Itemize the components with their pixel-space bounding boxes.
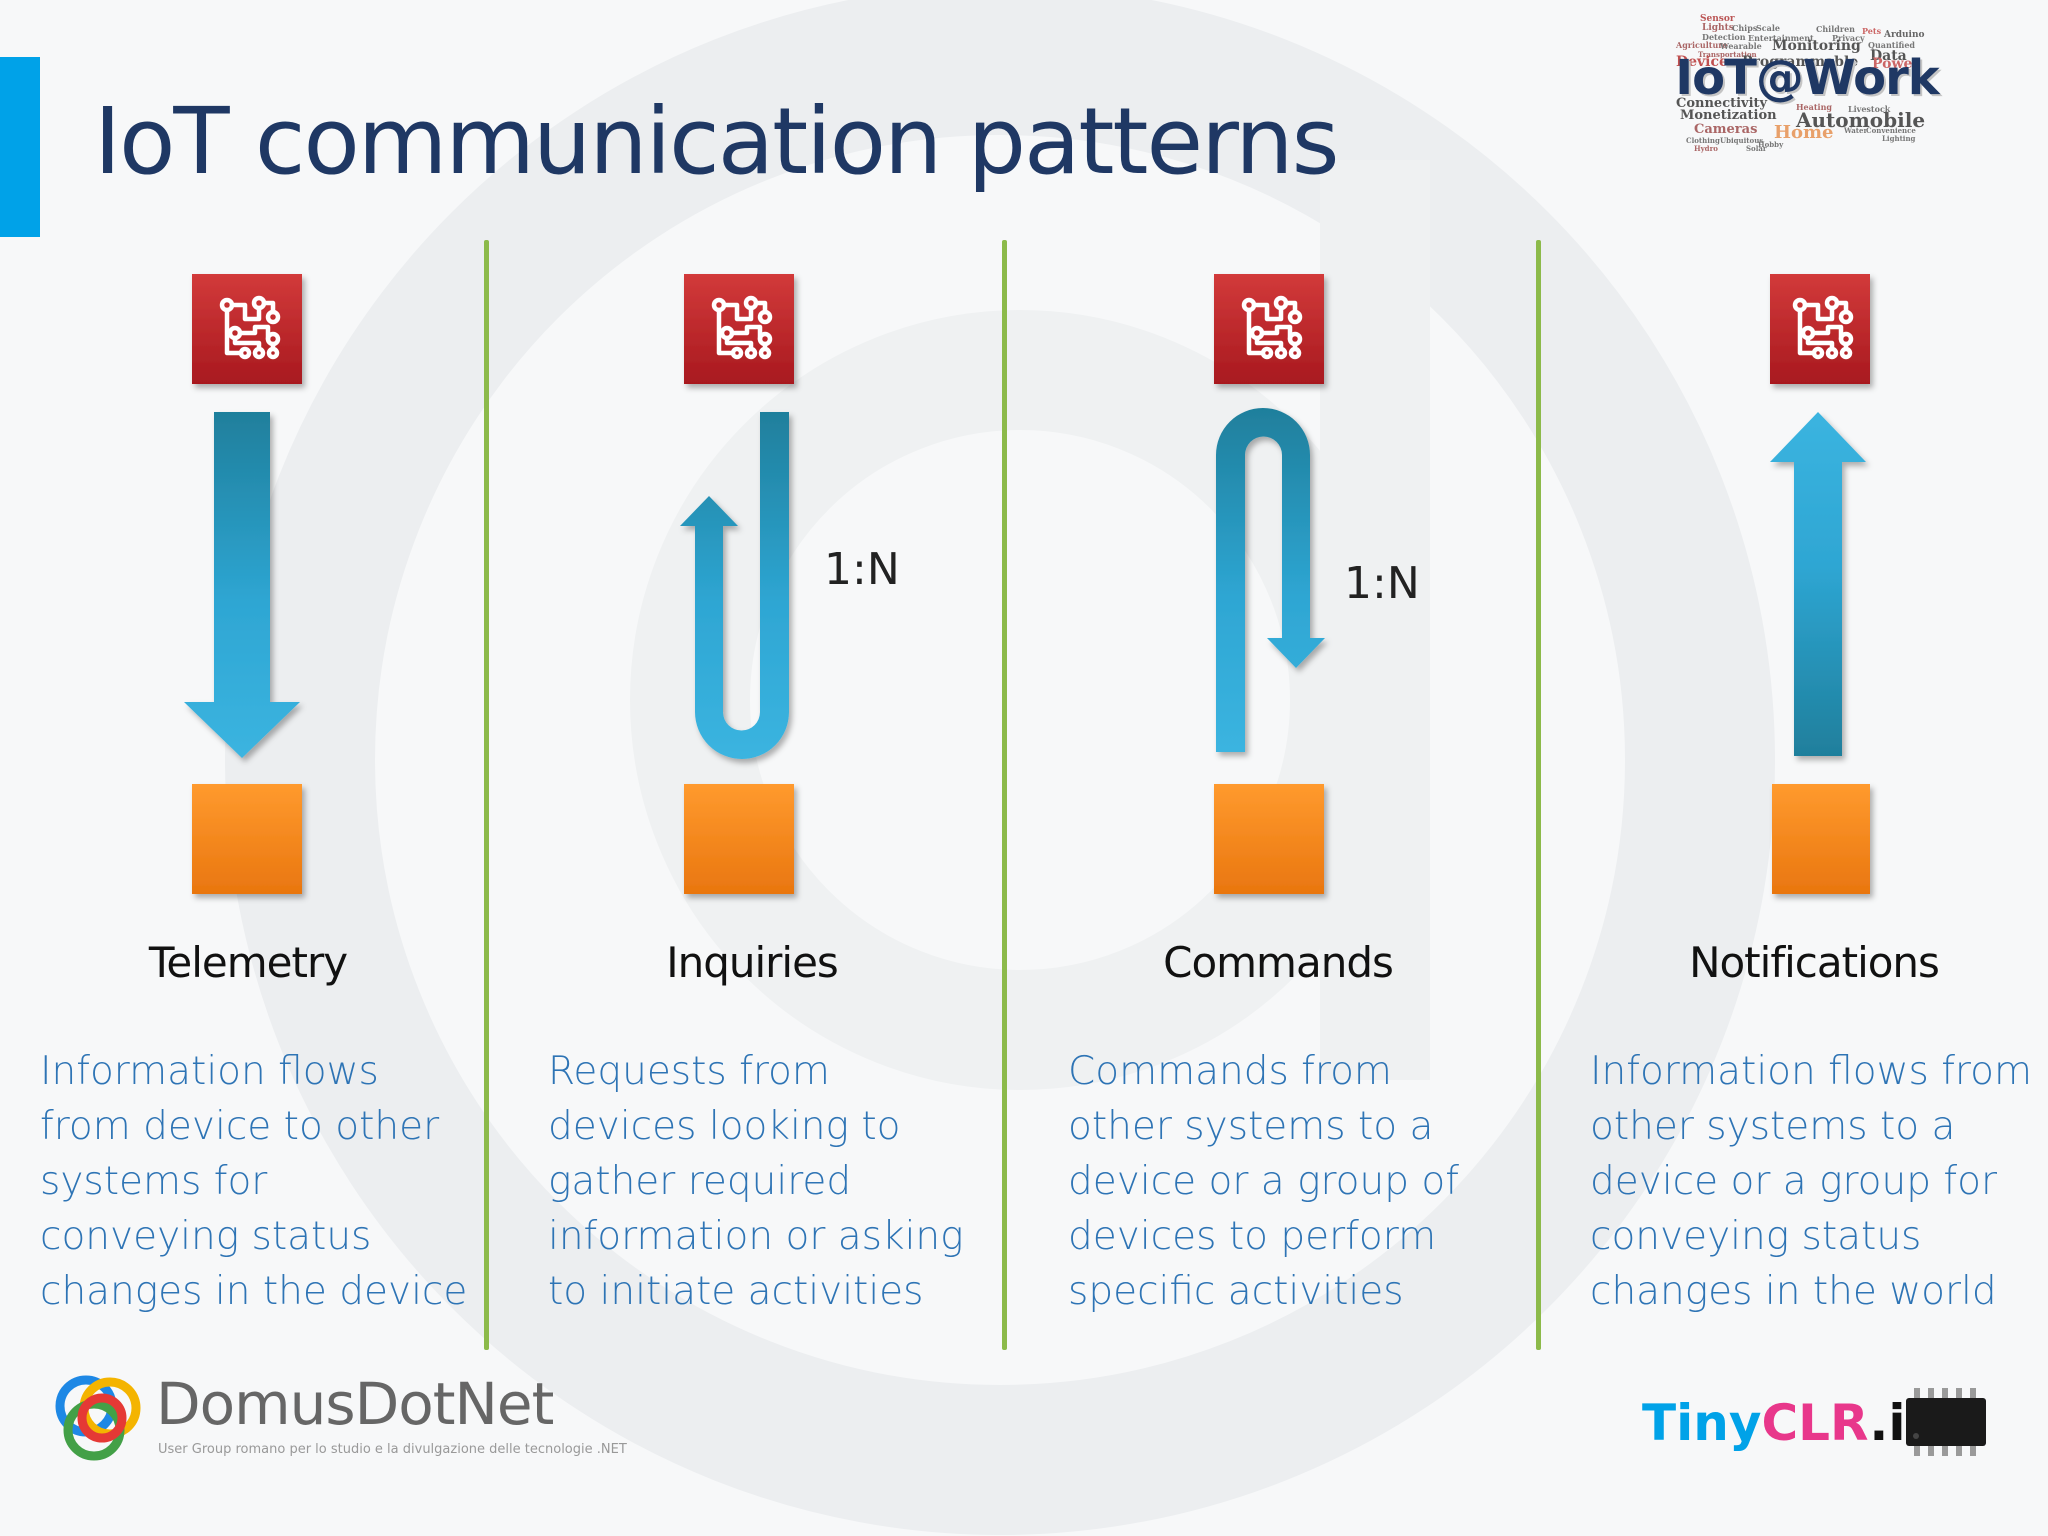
logo-word: Heating — [1796, 102, 1832, 112]
description-line: devices looking to — [548, 1104, 901, 1149]
tinyclr-text: TinyCLR.it — [1642, 1394, 1929, 1452]
logo-word: Hobby — [1758, 140, 1784, 149]
logo-word: Home — [1774, 122, 1834, 143]
description-line: conveying status — [40, 1214, 372, 1259]
domus-tagline: User Group romano per lo studio e la div… — [158, 1442, 627, 1457]
logo-word: Programmable — [1742, 54, 1859, 70]
description-line: from device to other — [40, 1104, 440, 1149]
column-divider — [1002, 240, 1007, 1350]
logo-word: Connectivity — [1676, 96, 1768, 111]
commands-description: Commands from other systems to a device … — [1068, 1044, 1538, 1319]
inquiries-diagram — [680, 274, 794, 894]
description-line: device or a group for — [1590, 1159, 1998, 1204]
description-line: Requests from — [548, 1049, 830, 1094]
logo-word: Power — [1872, 56, 1920, 72]
inquiries-ratio-label: 1:N — [824, 544, 900, 595]
logo-word: Arduino — [1884, 30, 1925, 40]
logo-word: Transportation — [1698, 50, 1757, 59]
device-box — [684, 784, 794, 894]
logo-word: Convenience — [1866, 126, 1916, 135]
logo-word: Chips — [1732, 23, 1758, 33]
commands-ratio-label: 1:N — [1344, 558, 1420, 609]
notifications-diagram — [1770, 274, 1870, 894]
logo-word: Agriculture — [1676, 40, 1728, 50]
telemetry-down-arrow — [184, 412, 300, 758]
commands-diagram — [1214, 274, 1325, 894]
description-line: other systems to a — [1590, 1104, 1956, 1149]
logo-word: Solar — [1746, 144, 1767, 153]
telemetry-description: Information flows from device to other s… — [40, 1044, 510, 1319]
telemetry-diagram — [184, 274, 302, 894]
logo-word: Sensor — [1700, 14, 1735, 24]
logo-word: Detection — [1702, 32, 1746, 42]
logo-word: Clothing — [1686, 136, 1720, 145]
notifications-up-arrow — [1770, 412, 1866, 756]
logo-word: Monetization — [1680, 108, 1777, 123]
logo-word: Quantified — [1868, 40, 1916, 50]
logo-word: Lights — [1702, 23, 1734, 33]
telemetry-heading: Telemetry — [148, 938, 348, 987]
description-line: to initiate activities — [548, 1269, 924, 1314]
logo-word: Privacy — [1832, 33, 1865, 43]
logo-word: Scale — [1756, 23, 1780, 33]
device-box — [192, 784, 302, 894]
logo-word: Children — [1816, 24, 1855, 34]
description-line: Information flows — [40, 1049, 379, 1094]
domusdotnet-logo: DomusDotNet User Group romano per lo stu… — [46, 1366, 627, 1476]
inquiries-description: Requests from devices looking to gather … — [548, 1044, 1018, 1319]
logo-word: Pets — [1862, 26, 1882, 36]
description-line: specific activities — [1068, 1269, 1404, 1314]
iot-at-work-logo: Sensor Lights Chips Scale Children Pets … — [1672, 14, 1942, 154]
description-line: devices to perform — [1068, 1214, 1437, 1259]
logo-word: Monitoring — [1772, 38, 1861, 54]
description-line: changes in the device — [40, 1269, 468, 1314]
description-line: changes in the world — [1590, 1269, 1997, 1314]
cloud-box — [192, 274, 302, 384]
domus-name: DomusDotNet — [156, 1370, 554, 1438]
logo-word: Data — [1870, 48, 1907, 64]
page-title: IoT communication patterns — [94, 88, 1340, 195]
logo-main-text: IoT@Work — [1675, 50, 1939, 106]
commands-n-arrow — [1216, 408, 1325, 752]
logo-word: Device — [1676, 54, 1728, 70]
description-line: gather required — [548, 1159, 852, 1204]
tinyclr-logo: TinyCLR.it — [1636, 1386, 1996, 1476]
description-line: conveying status — [1590, 1214, 1922, 1259]
commands-heading: Commands — [1163, 938, 1394, 987]
column-divider — [1536, 240, 1541, 1350]
logo-word: Lighting — [1882, 134, 1916, 143]
cloud-box — [1770, 274, 1870, 384]
description-line: systems for — [40, 1159, 268, 1204]
notifications-description: Information flows from other systems to … — [1590, 1044, 2048, 1319]
logo-word: Automobile — [1796, 108, 1926, 132]
logo-word: Cameras — [1694, 122, 1758, 137]
inquiries-u-arrow — [680, 412, 789, 759]
microchip-icon — [1906, 1388, 1986, 1456]
tinyclr-part-clr: CLR — [1761, 1394, 1870, 1452]
notifications-heading: Notifications — [1689, 938, 1940, 987]
logo-word: Entertainment — [1748, 33, 1814, 43]
tinyclr-part-tiny: Tiny — [1642, 1394, 1762, 1452]
column-divider — [484, 240, 489, 1350]
logo-word: Hydro — [1694, 144, 1718, 153]
cloud-box — [684, 274, 794, 384]
device-box — [1772, 784, 1870, 894]
description-line: information or asking — [548, 1214, 964, 1259]
logo-word: Ubiquitous — [1720, 136, 1764, 145]
device-box — [1214, 784, 1324, 894]
description-line: Information flows from — [1590, 1049, 2032, 1094]
description-line: other systems to a — [1068, 1104, 1434, 1149]
inquiries-heading: Inquiries — [666, 938, 839, 987]
cloud-box — [1214, 274, 1324, 384]
description-line: device or a group of — [1068, 1159, 1459, 1204]
logo-word: Water — [1844, 126, 1868, 135]
description-line: Commands from — [1068, 1049, 1392, 1094]
logo-word: Livestock — [1848, 104, 1891, 114]
domus-rings-icon — [55, 1375, 141, 1461]
logo-word: Wearable — [1720, 41, 1762, 51]
title-accent-bar — [0, 57, 40, 237]
